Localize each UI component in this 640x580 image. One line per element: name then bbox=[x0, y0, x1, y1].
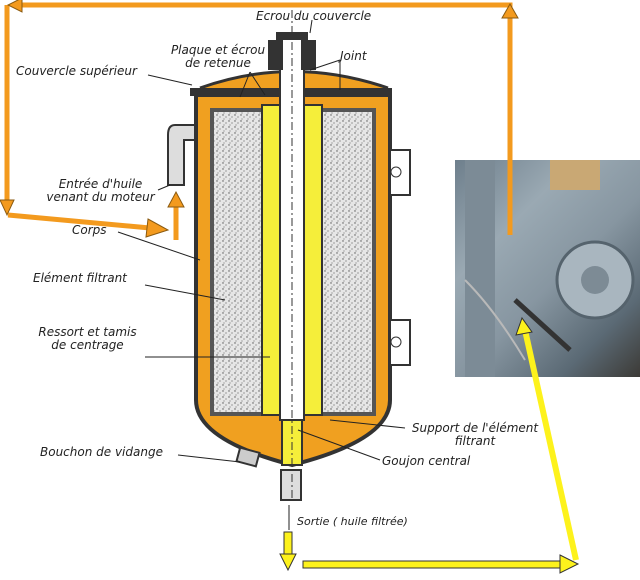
label-line: de centrage bbox=[51, 338, 124, 352]
label-line: Support de l'élément bbox=[411, 421, 539, 435]
drain-plug bbox=[235, 446, 261, 468]
label-joint: Joint bbox=[340, 49, 367, 63]
label-line: Plaque et écrou bbox=[170, 43, 266, 57]
label-line: Ressort et tamis bbox=[38, 325, 137, 339]
filter-body bbox=[167, 10, 411, 501]
arrow-head-right-icon bbox=[145, 218, 170, 238]
inlet-fitting bbox=[167, 124, 196, 186]
label-retaining-plate: Plaque et écrou de retenue bbox=[168, 44, 268, 70]
arrow-head-up-icon bbox=[167, 190, 185, 208]
label-line: filtrant bbox=[454, 434, 496, 448]
arrow-head-left-icon bbox=[6, 0, 23, 13]
label-line: venant du moteur bbox=[46, 190, 155, 204]
label-drain-plug: Bouchon de vidange bbox=[40, 445, 163, 459]
label-central-stud: Goujon central bbox=[382, 454, 471, 468]
outlet-fitting bbox=[280, 469, 302, 501]
engine-photo-detail bbox=[464, 160, 635, 377]
label-top-cover: Couvercle supérieur bbox=[16, 64, 137, 78]
label-cover-nut: Ecrou du couvercle bbox=[256, 9, 372, 23]
label-line: Entrée d'huile bbox=[58, 177, 143, 191]
label-oil-inlet: Entrée d'huile venant du moteur bbox=[38, 178, 163, 204]
label-body: Corps bbox=[72, 223, 107, 237]
arrow-head-down-icon bbox=[0, 199, 15, 217]
arrow-head-up-icon bbox=[501, 2, 519, 19]
engine-photo bbox=[455, 160, 640, 377]
leader-lines bbox=[117, 19, 406, 530]
oil-outlet-path bbox=[279, 316, 580, 574]
label-outlet: Sortie ( huile filtrée) bbox=[297, 515, 408, 528]
label-centering-spring: Ressort et tamis de centrage bbox=[30, 326, 145, 352]
label-element-support: Support de l'élément filtrant bbox=[405, 422, 545, 448]
label-line: de retenue bbox=[185, 56, 251, 70]
label-filter-element: Elément filtrant bbox=[33, 271, 127, 285]
